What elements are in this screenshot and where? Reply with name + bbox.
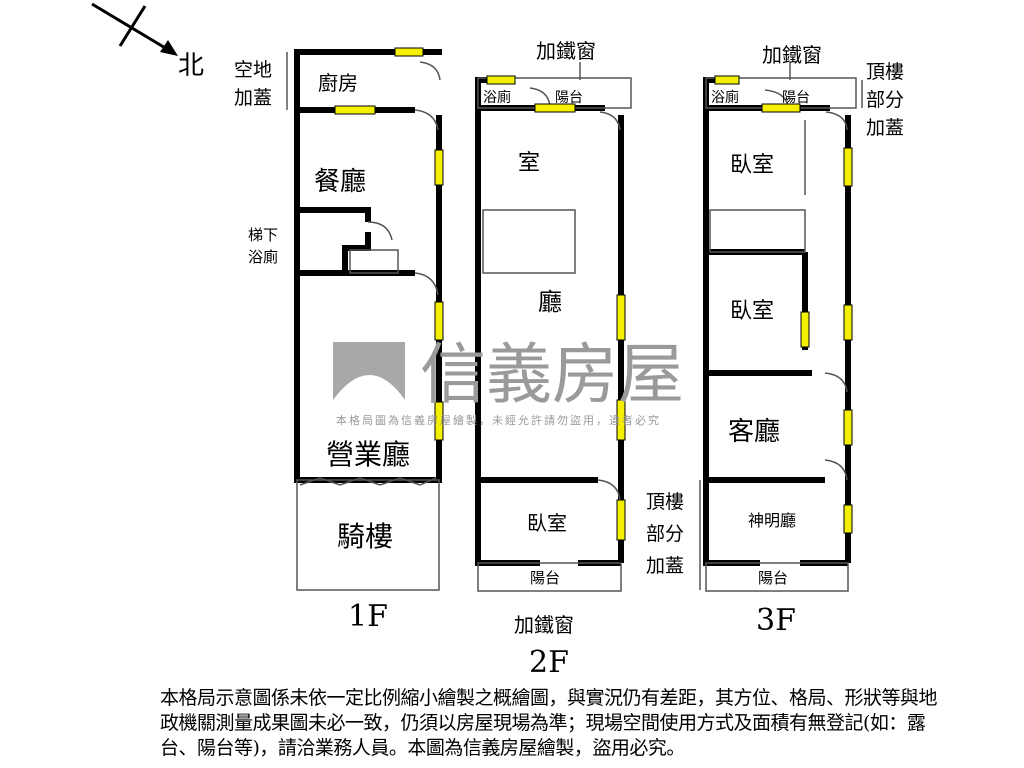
watermark-brand: 信義房屋	[420, 336, 684, 413]
floor2-label: 2F	[529, 645, 569, 680]
bedroom-2f: 臥室	[527, 511, 567, 535]
kitchen-label: 廚房	[318, 71, 358, 95]
under-stair-bath-line1: 梯下	[248, 226, 278, 244]
roof-annex-lower-line1: 頂樓	[646, 491, 684, 513]
outlines	[286, 52, 863, 592]
bath-2f: 浴廁	[483, 89, 511, 106]
iron-window-top-3f: 加鐵窗	[762, 43, 822, 67]
balcony-top-2f: 陽台	[555, 90, 583, 106]
watermark: 信義房屋 本格局圖為信義房屋繪製，未經允許請勿盜用，違者必究	[333, 336, 684, 427]
bedroom1-3f: 臥室	[730, 153, 774, 178]
bath-3f: 浴廁	[711, 89, 739, 106]
roof-annex-line2: 部分	[866, 89, 904, 111]
living-3f: 客廳	[728, 417, 780, 447]
balcony-top-3f: 陽台	[782, 90, 810, 106]
roof-annex-lower-line2: 部分	[646, 523, 684, 545]
iron-window-bottom-2f: 加鐵窗	[514, 613, 574, 637]
shrine-3f: 神明廳	[748, 511, 796, 530]
windows	[334, 47, 853, 541]
iron-window-top-2f: 加鐵窗	[536, 39, 596, 63]
dining-label: 餐廳	[314, 167, 366, 197]
hall-2f: 廳	[538, 288, 562, 316]
under-stair-bath-line2: 浴廁	[248, 248, 278, 266]
bedroom2-3f: 臥室	[730, 299, 774, 324]
floor3-label: 3F	[756, 603, 796, 638]
room-2f: 室	[518, 151, 540, 176]
north-label: 北	[178, 51, 204, 81]
roof-annex-line3: 加蓋	[866, 117, 904, 139]
annex-label: 空地加蓋	[234, 59, 273, 109]
business-hall-label: 營業廳	[326, 438, 410, 471]
north-arrow-icon	[91, 2, 178, 56]
balcony-bottom-2f: 陽台	[530, 569, 560, 587]
roof-annex-line1: 頂樓	[866, 61, 904, 83]
disclaimer: 本格局示意圖係未依一定比例縮小繪製之概繪圖，與實況仍有差距，其方位、格局、形狀等…	[160, 687, 938, 759]
floor1-label: 1F	[348, 599, 388, 634]
roof-annex-lower-line3: 加蓋	[646, 555, 684, 577]
balcony-bottom-3f: 陽台	[758, 569, 788, 587]
arcade-label: 騎樓	[337, 520, 393, 553]
watermark-notice: 本格局圖為信義房屋繪製，未經允許請勿盜用，違者必究	[336, 413, 661, 427]
